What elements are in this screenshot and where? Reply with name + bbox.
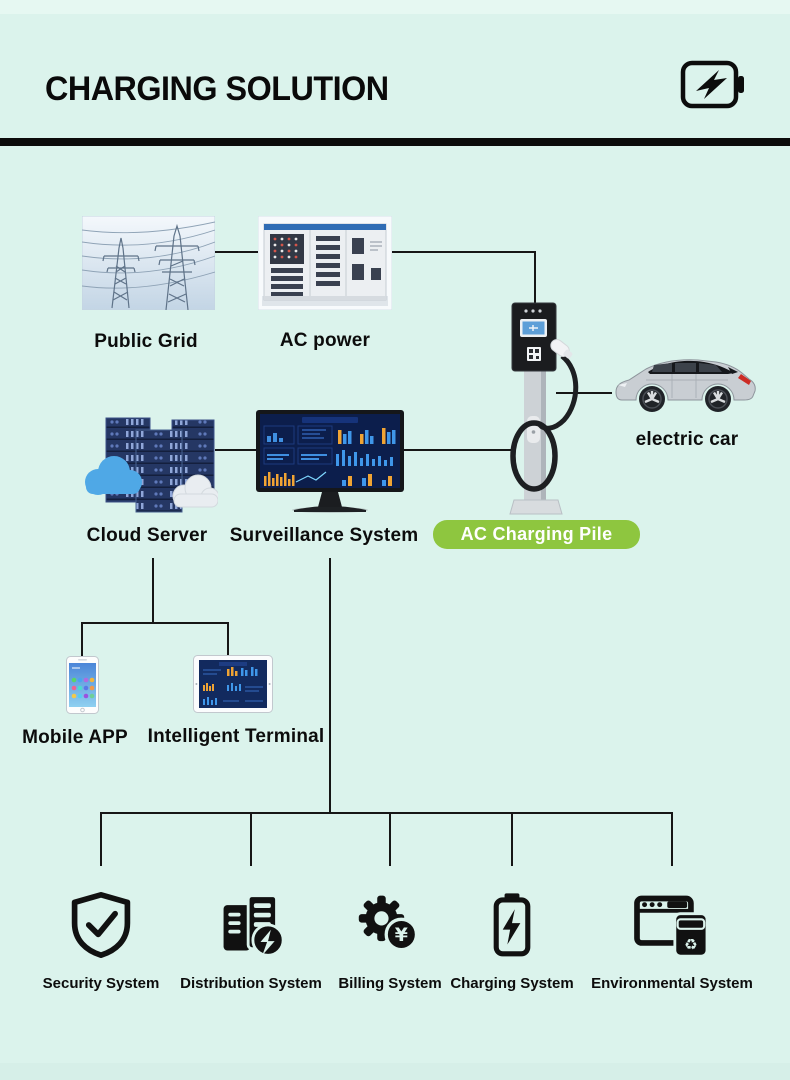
system-security: Security System [21,890,181,992]
shield-check-icon [68,890,134,960]
connector-drop-security [100,812,102,866]
connector-to-phone [81,622,83,656]
system-billing: ¥ Billing System [310,890,470,992]
yuan-glyph: ¥ [395,924,408,946]
security-system-label: Security System [42,975,160,992]
charging-pile-image [509,302,579,515]
connector-pile-car [556,392,612,394]
connector-drop-distribution [250,812,252,866]
window-recycle-icon: ♻ [632,890,712,960]
surveillance-monitor-image [256,410,404,513]
server-bolt-icon [216,890,286,960]
connector-clients-h [81,622,229,624]
battery-bolt-icon [486,890,538,960]
surveillance-system-label: Surveillance System [229,525,419,546]
connector-acpower-pile-v [534,251,536,304]
ac-power-image [258,216,392,310]
cloud-server-label: Cloud Server [86,525,208,546]
billing-system-label: Billing System [338,975,442,992]
top-tint-band [0,0,790,14]
battery-charge-icon [680,60,744,109]
bottom-tint-band [0,1063,790,1080]
ac-charging-pile-badge: AC Charging Pile [433,520,640,549]
header-divider [0,138,790,146]
system-environmental: ♻ Environmental System [582,890,762,992]
ac-power-label: AC power [279,330,371,351]
ac-charging-pile-label: AC Charging Pile [460,524,613,544]
intelligent-terminal-label: Intelligent Terminal [147,726,325,747]
environmental-system-label: Environmental System [591,975,753,992]
public-grid-label: Public Grid [94,331,198,352]
mobile-phone-image [66,656,99,714]
public-grid-image [82,216,215,310]
intelligent-terminal-image [193,655,273,713]
charging-system-label: Charging System [450,975,574,992]
connector-cloud-down [152,558,154,623]
distribution-system-label: Distribution System [180,975,322,992]
gear-yuan-icon: ¥ [355,890,425,960]
connector-surveillance-down [329,558,331,813]
system-distribution: Distribution System [166,890,336,992]
connector-cloud-surveillance [215,449,258,451]
connector-acpower-pile-h [392,251,536,253]
mobile-app-label: Mobile APP [22,727,128,748]
electric-car-image [615,359,756,412]
connector-grid-acpower [215,251,258,253]
connector-systems-h [100,812,672,814]
cloud-server-image [85,417,218,513]
connector-drop-charging [511,812,513,866]
recycle-glyph: ♻ [684,936,698,954]
electric-car-label: electric car [635,429,739,450]
connector-surveillance-pile [402,449,512,451]
connector-to-tablet [227,622,229,656]
system-charging: Charging System [437,890,587,992]
connector-drop-environmental [671,812,673,866]
page-title: CHARGING SOLUTION [45,70,389,108]
connector-drop-billing [389,812,391,866]
